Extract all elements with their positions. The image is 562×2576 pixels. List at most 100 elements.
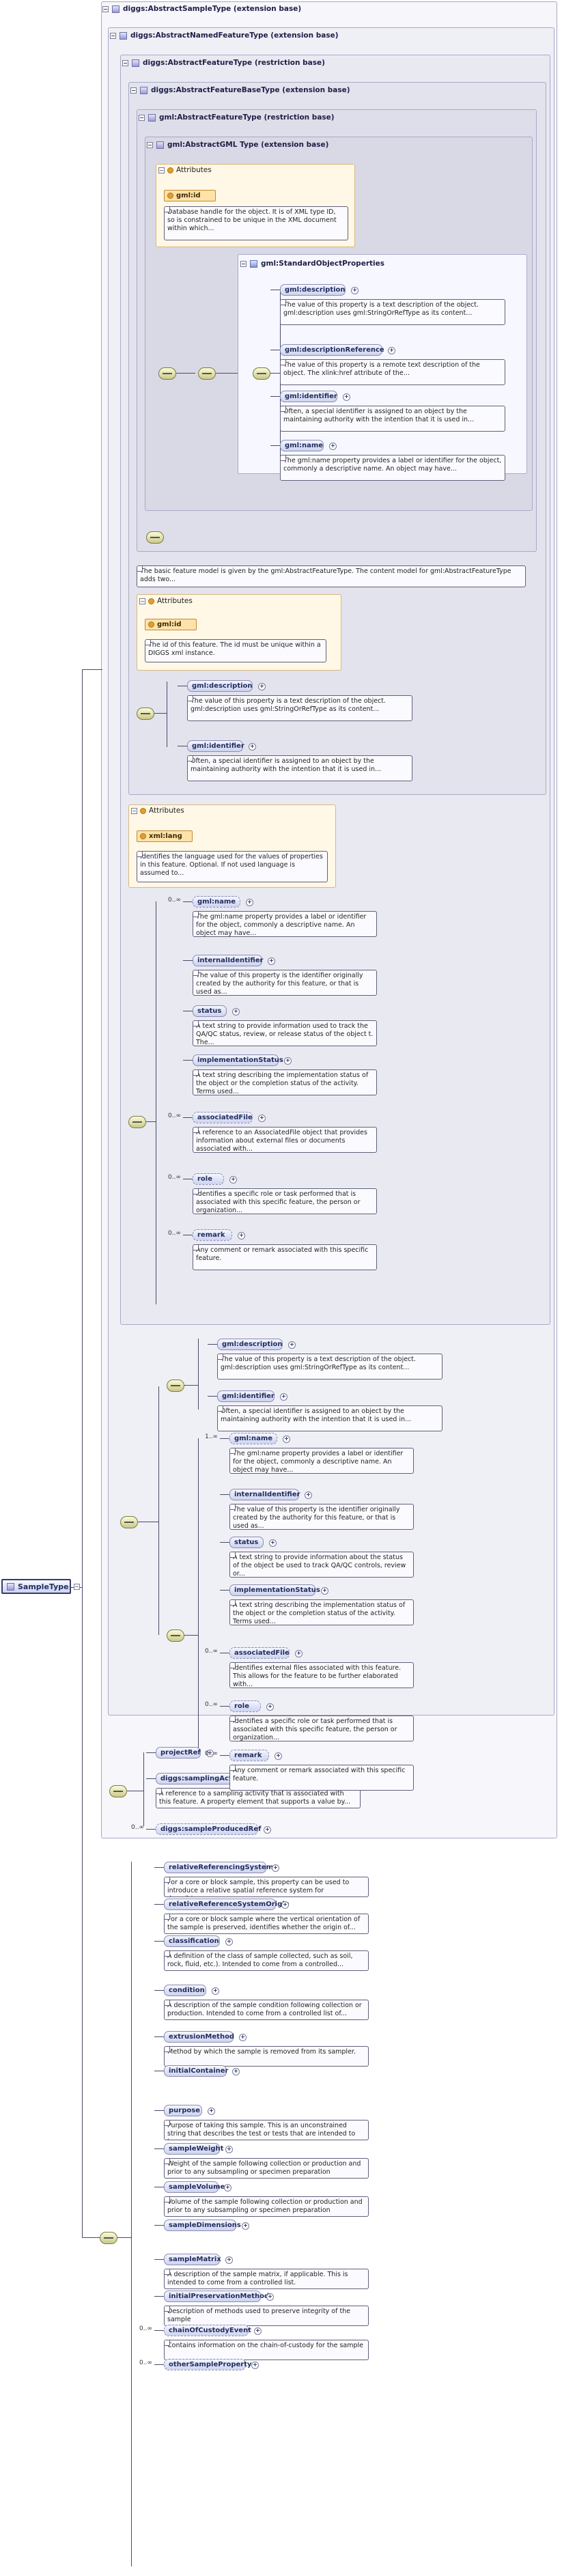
- expand-icon[interactable]: +: [388, 347, 395, 354]
- element-associatedfile[interactable]: associatedFile+: [229, 1647, 303, 1659]
- expand-icon[interactable]: +: [258, 1115, 266, 1122]
- element-internalidentifier[interactable]: internalIdentifier+: [229, 1489, 312, 1500]
- expand-icon[interactable]: +: [288, 1341, 296, 1349]
- collapse-icon[interactable]: −: [102, 5, 109, 12]
- element-gml-name[interactable]: gml:name+: [193, 896, 253, 908]
- root-element-sample-type[interactable]: SampleType: [1, 1579, 71, 1594]
- element-gml-description[interactable]: gml:description+: [187, 680, 266, 692]
- element-classification[interactable]: classification+: [164, 1935, 233, 1947]
- element-chainofcustodyevent[interactable]: chainOfCustodyEvent+: [164, 2325, 262, 2336]
- expand-icon[interactable]: +: [232, 1008, 240, 1016]
- collapse-icon[interactable]: −: [139, 114, 145, 121]
- element-othersampleproperty[interactable]: otherSampleProperty+: [164, 2359, 259, 2370]
- expand-icon[interactable]: +: [268, 957, 275, 965]
- attributes-title[interactable]: −Attributes: [158, 166, 212, 174]
- collapse-icon[interactable]: −: [147, 141, 153, 148]
- expand-icon[interactable]: +: [329, 443, 337, 450]
- expand-icon[interactable]: +: [258, 683, 266, 690]
- attribute-gml-id[interactable]: gml:id: [145, 619, 197, 630]
- element-status[interactable]: status+: [229, 1537, 277, 1548]
- sequence-compositor-icon[interactable]: [253, 367, 270, 380]
- attribute-gml-id[interactable]: gml:id: [164, 190, 216, 201]
- element-sampleweight[interactable]: sampleWeight+: [164, 2143, 233, 2155]
- element-gml-name[interactable]: gml:name+: [280, 440, 337, 451]
- box-header-abstract-feature-type[interactable]: − diggs:AbstractFeatureType (restriction…: [122, 59, 325, 67]
- sequence-compositor-icon[interactable]: [198, 367, 216, 380]
- box-header-gml-abstract-gml-type[interactable]: − gml:AbstractGML Type (extension base): [147, 141, 329, 149]
- sequence-compositor-icon[interactable]: [100, 2232, 117, 2244]
- sequence-compositor-icon[interactable]: [146, 531, 164, 544]
- expand-icon[interactable]: +: [275, 1752, 282, 1760]
- expand-icon[interactable]: +: [224, 2184, 231, 2192]
- element-gml-descriptionreference[interactable]: gml:descriptionReference+: [280, 344, 395, 356]
- expand-icon[interactable]: +: [212, 1987, 219, 1995]
- element-projectref[interactable]: projectRef+: [156, 1747, 214, 1759]
- element-samplematrix[interactable]: sampleMatrix+: [164, 2254, 233, 2265]
- element-gml-name[interactable]: gml:name+: [229, 1433, 290, 1444]
- element-relativereferencingsystem[interactable]: relativeReferencingSystem+: [164, 1862, 279, 1873]
- expand-icon[interactable]: +: [225, 2256, 233, 2264]
- expand-icon[interactable]: +: [239, 2034, 247, 2041]
- element-role[interactable]: role+: [229, 1700, 274, 1712]
- box-header-abstract-sample-type[interactable]: − diggs:AbstractSampleType (extension ba…: [102, 5, 302, 13]
- collapse-icon[interactable]: −: [122, 59, 128, 66]
- element-implementationstatus[interactable]: implementationStatus+: [193, 1054, 292, 1066]
- sequence-compositor-icon[interactable]: [120, 1516, 138, 1528]
- expand-icon[interactable]: +: [343, 393, 350, 401]
- sequence-compositor-icon[interactable]: [167, 1380, 184, 1392]
- expand-icon[interactable]: +: [283, 1436, 290, 1443]
- element-purpose[interactable]: purpose+: [164, 2105, 215, 2116]
- sequence-compositor-icon[interactable]: [109, 1785, 127, 1797]
- element-diggs-sampleproducedref[interactable]: diggs:sampleProducedRef+: [156, 1823, 271, 1835]
- expand-icon[interactable]: +: [284, 1057, 292, 1065]
- collapse-icon[interactable]: −: [158, 167, 165, 173]
- expand-icon[interactable]: +: [229, 1176, 237, 1184]
- element-initialpreservationmethod[interactable]: initialPreservationMethod+: [164, 2291, 274, 2302]
- expand-icon[interactable]: +: [254, 2327, 262, 2335]
- collapse-icon[interactable]: −: [240, 260, 247, 267]
- expand-icon[interactable]: +: [225, 2146, 233, 2153]
- expand-icon[interactable]: +: [208, 2108, 215, 2115]
- expand-icon[interactable]: +: [238, 1232, 245, 1240]
- expand-icon[interactable]: +: [281, 1901, 289, 1909]
- expand-icon[interactable]: +: [321, 1587, 328, 1595]
- expand-icon[interactable]: +: [351, 287, 359, 294]
- collapse-icon[interactable]: −: [74, 1584, 80, 1590]
- attributes-title[interactable]: −Attributes: [139, 597, 193, 605]
- element-associatedfile[interactable]: associatedFile+: [193, 1112, 266, 1123]
- expand-icon[interactable]: +: [249, 743, 256, 751]
- element-gml-identifier[interactable]: gml:identifier+: [217, 1390, 287, 1402]
- expand-icon[interactable]: +: [251, 2362, 259, 2369]
- element-role[interactable]: role+: [193, 1173, 237, 1185]
- element-gml-description[interactable]: gml:description+: [280, 284, 359, 296]
- sequence-compositor-icon[interactable]: [158, 367, 176, 380]
- sequence-compositor-icon[interactable]: [128, 1116, 146, 1128]
- element-samplevolume[interactable]: sampleVolume+: [164, 2181, 231, 2193]
- element-extrusionmethod[interactable]: extrusionMethod+: [164, 2031, 247, 2043]
- element-remark[interactable]: remark+: [229, 1750, 282, 1761]
- sequence-compositor-icon[interactable]: [167, 1629, 184, 1642]
- element-sampledimensions[interactable]: sampleDimensions+: [164, 2220, 249, 2231]
- element-gml-identifier[interactable]: gml:identifier+: [187, 740, 256, 752]
- element-relativereferencesystemorigin[interactable]: relativeReferenceSystemOrigin+: [164, 1899, 290, 1910]
- collapse-icon[interactable]: −: [131, 807, 137, 814]
- box-header-gml-abstract-feature-type[interactable]: − gml:AbstractFeatureType (restriction b…: [139, 113, 335, 122]
- sequence-compositor-icon[interactable]: [137, 708, 154, 720]
- expand-icon[interactable]: +: [266, 1703, 274, 1711]
- expand-icon[interactable]: +: [242, 2222, 249, 2230]
- box-header-abstract-named-feature-type[interactable]: − diggs:AbstractNamedFeatureType (extens…: [110, 31, 339, 40]
- expand-icon[interactable]: +: [280, 1393, 287, 1401]
- expand-icon[interactable]: +: [272, 1864, 279, 1872]
- attributes-title[interactable]: −Attributes: [131, 807, 184, 815]
- box-header-abstract-feature-base-type[interactable]: − diggs:AbstractFeatureBaseType (extensi…: [130, 86, 350, 94]
- expand-icon[interactable]: +: [264, 1826, 271, 1834]
- element-gml-identifier[interactable]: gml:identifier+: [280, 391, 350, 402]
- element-implementationstatus[interactable]: implementationStatus+: [229, 1584, 328, 1596]
- group-header-standard-object-properties[interactable]: − gml:StandardObjectProperties: [240, 260, 384, 268]
- expand-icon[interactable]: +: [206, 1750, 214, 1757]
- expand-icon[interactable]: +: [232, 2068, 240, 2075]
- element-status[interactable]: status+: [193, 1005, 240, 1017]
- element-internalidentifier[interactable]: internalIdentifier+: [193, 955, 275, 966]
- expand-icon[interactable]: +: [295, 1650, 303, 1657]
- collapse-icon[interactable]: −: [139, 598, 145, 604]
